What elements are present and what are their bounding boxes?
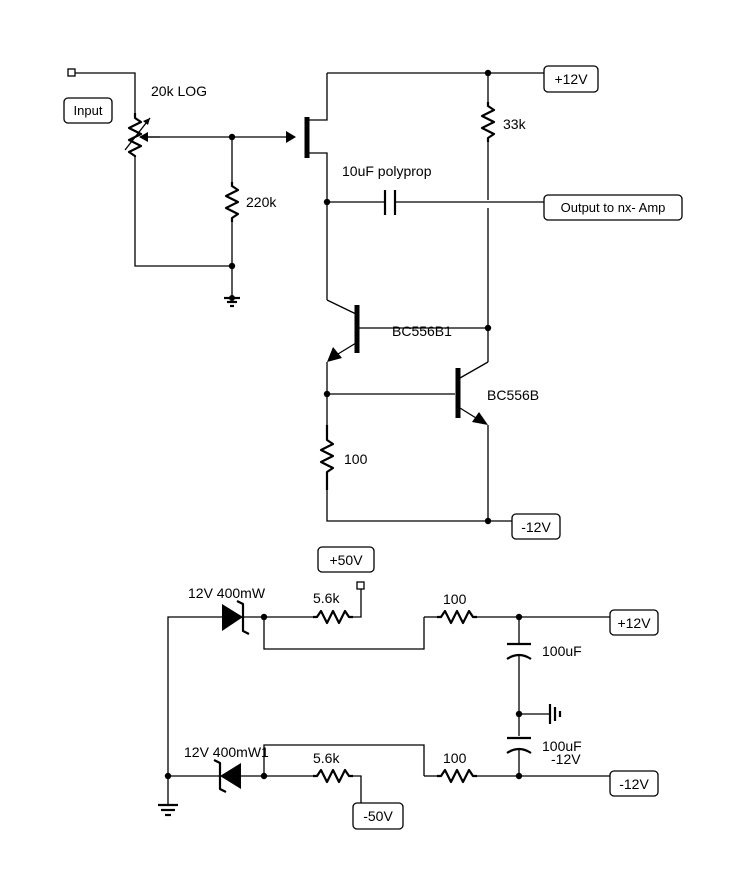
- r-top-100-label: 100: [443, 591, 467, 607]
- q2-label: BC556B: [487, 387, 539, 403]
- minus12-terminal-supply-label: -12V: [619, 776, 649, 792]
- pot-label: 20k LOG: [151, 83, 207, 99]
- resistor-top-5k6: [263, 589, 425, 650]
- output-terminal[interactable]: Output to nx- Amp: [543, 194, 683, 221]
- plus50-connection: [356, 581, 365, 590]
- r-emitter-label: 100: [344, 451, 368, 467]
- cap-bottom-label: 100uF: [542, 738, 582, 754]
- input-terminal-label: Input: [74, 103, 103, 118]
- plus12-terminal-top[interactable]: +12V: [543, 65, 599, 93]
- r-bottom-100-label: 100: [443, 750, 467, 766]
- transistor-q2: [323, 361, 489, 521]
- ground-icon-supply: [158, 803, 178, 817]
- resistor-bottom-100: [424, 768, 610, 784]
- r-top-56-label: 5.6k: [313, 590, 340, 606]
- plus12-terminal-supply[interactable]: +12V: [609, 609, 659, 636]
- minus12-terminal-supply[interactable]: -12V: [609, 770, 659, 797]
- transistor-q1: [326, 202, 492, 425]
- minus50-terminal[interactable]: -50V: [352, 802, 404, 830]
- cap-top-label: 100uF: [542, 643, 582, 659]
- jfet-symbol: [232, 73, 328, 202]
- zener-top-label: 12V 400mW: [188, 585, 266, 601]
- capacitor-output: [323, 190, 555, 215]
- positive-rail-top: [327, 68, 555, 78]
- minus50-terminal-label: -50V: [363, 808, 393, 824]
- ground-icon-caps: [519, 704, 562, 724]
- zener-bus: [164, 616, 200, 804]
- ground-icon-preamp: [224, 295, 240, 308]
- resistor-top-100: [424, 609, 610, 625]
- input-terminal[interactable]: Input: [63, 97, 113, 124]
- cap-out-label: 10uF polyprop: [342, 163, 432, 179]
- r-gate-label: 220k: [246, 194, 277, 210]
- resistor-emitter: [319, 425, 512, 525]
- zener-bottom: [200, 759, 268, 793]
- zener-bottom-label: 12V 400mW1: [184, 744, 269, 760]
- zener-top: [200, 600, 268, 635]
- cap-bottom-sub-label: -12V: [551, 751, 581, 767]
- q1-label: BC556B1: [392, 323, 452, 339]
- resistor-bottom-5k6: [263, 744, 425, 803]
- capacitor-top: [506, 617, 532, 736]
- plus50-terminal[interactable]: +50V: [317, 546, 375, 573]
- potentiometer-symbol: [124, 113, 160, 158]
- plus12-terminal-supply-label: +12V: [617, 615, 651, 631]
- plus12-terminal-top-label: +12V: [554, 71, 588, 87]
- plus50-terminal-label: +50V: [329, 552, 363, 568]
- resistor-33k: [480, 73, 496, 362]
- minus12-terminal-top-label: -12V: [521, 519, 551, 535]
- gate-resistor-branch: [224, 133, 240, 296]
- capacitor-bottom: [506, 736, 532, 776]
- minus12-terminal-top[interactable]: -12V: [511, 513, 561, 540]
- output-terminal-label: Output to nx- Amp: [561, 200, 666, 215]
- r-bottom-56-label: 5.6k: [313, 750, 340, 766]
- r-drain-label: 33k: [503, 116, 527, 132]
